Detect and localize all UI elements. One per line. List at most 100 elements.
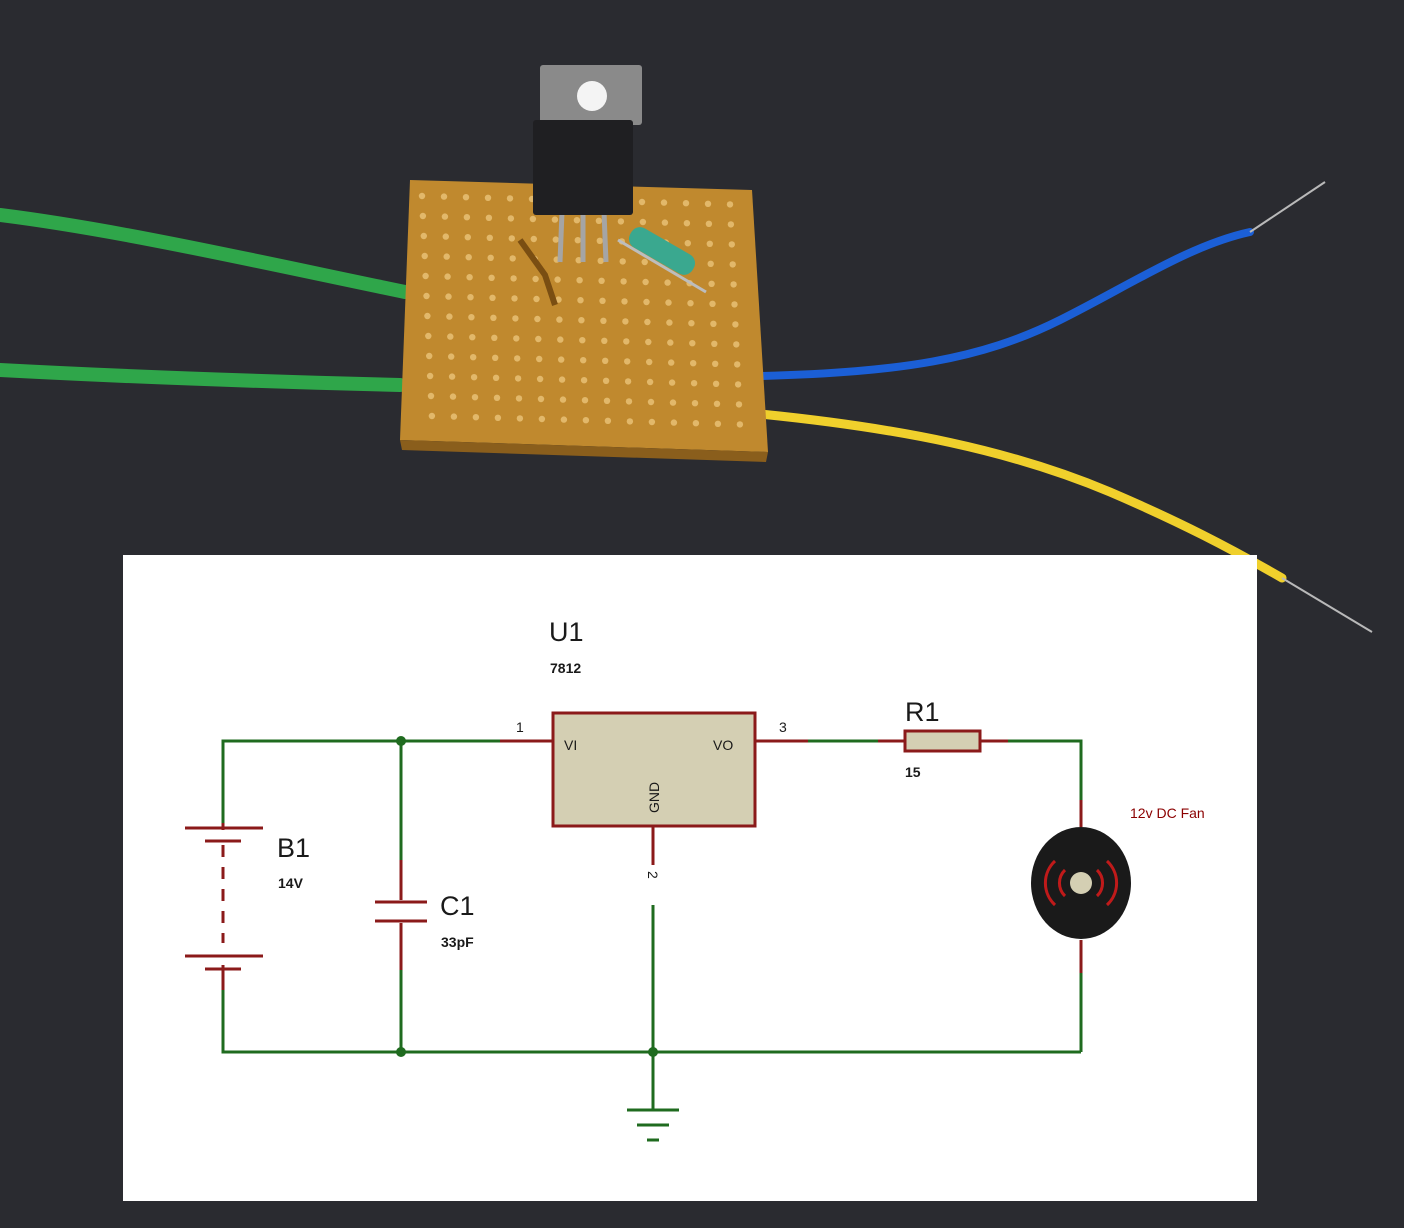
pcb-hole <box>426 352 433 360</box>
pcb-hole <box>602 357 609 364</box>
pcb-hole <box>727 221 735 228</box>
pcb-hole <box>535 335 542 343</box>
junction-dot <box>396 736 406 746</box>
pcb-hole <box>688 320 695 327</box>
pcb-hole <box>529 215 537 223</box>
pcb-hole <box>660 199 668 206</box>
pcb-hole <box>511 295 518 302</box>
pcb-hole <box>442 233 449 240</box>
pcb-hole <box>645 338 652 346</box>
pcb-hole <box>509 255 516 262</box>
pcb-hole <box>734 361 741 368</box>
pcb-hole <box>471 394 479 401</box>
pcb-hole <box>463 214 471 221</box>
pcb-hole <box>579 337 586 344</box>
pcb-hole <box>647 398 655 406</box>
green-wire-bottom <box>0 363 407 392</box>
pcb-hole <box>557 336 564 343</box>
pcb-hole <box>484 194 492 201</box>
wire-r1-to-fan <box>1008 739 1083 800</box>
pcb-hole <box>537 395 545 403</box>
pcb-hole <box>515 395 523 402</box>
regulator-u1-body <box>551 711 757 828</box>
pcb-hole <box>617 218 625 225</box>
pcb-hole <box>734 381 742 388</box>
pcb-hole <box>468 314 475 321</box>
pcb-hole <box>669 399 677 406</box>
regulator-mount-hole <box>577 81 607 111</box>
pcb-hole <box>683 220 691 227</box>
pcb-hole <box>575 257 582 264</box>
pcb-hole <box>646 378 654 386</box>
pcb-hole <box>514 375 522 382</box>
pcb-hole <box>489 294 496 301</box>
pcb-hole <box>619 258 626 265</box>
pcb-hole <box>426 372 434 380</box>
pcb-hole <box>691 400 699 407</box>
pcb-hole <box>580 357 587 364</box>
pcb-hole <box>692 420 700 427</box>
capacitor-icon <box>375 900 427 923</box>
c1-value-label: 33pF <box>441 934 474 950</box>
pcb-hole <box>580 377 588 384</box>
pcb-hole <box>530 235 537 243</box>
pcb-hole <box>464 234 471 241</box>
pcb-hole <box>534 315 541 323</box>
pcb-hole <box>472 414 480 421</box>
yellow-wire <box>755 409 1287 583</box>
wire-bottom <box>221 990 1081 1054</box>
pcb-hole <box>604 417 612 424</box>
pcb-board-edge <box>400 440 768 462</box>
yellow-wire-tip <box>1281 577 1373 633</box>
pcb-hole <box>602 377 610 384</box>
u1-pin2-number: 2 <box>645 871 661 879</box>
pcb-hole <box>513 335 520 342</box>
pcb-hole <box>574 237 581 244</box>
pcb-hole <box>450 413 458 420</box>
pcb-hole <box>667 339 674 346</box>
blue-wire <box>758 228 1254 380</box>
pcb-hole <box>467 294 474 301</box>
u1-pin3-number: 3 <box>779 719 787 735</box>
pcb-hole <box>712 360 719 367</box>
pcb-hole <box>422 272 429 280</box>
pcb-hole <box>578 317 585 324</box>
pcb-hole <box>646 358 653 366</box>
pcb-hole <box>446 313 453 320</box>
r1-ref-label: R1 <box>905 697 940 727</box>
schematic-diagram: U1 7812 1 3 VI VO GND 2 R1 15 B1 14V C1 … <box>185 617 1205 1142</box>
junction-dot <box>648 1047 658 1057</box>
pcb-hole <box>462 194 470 201</box>
pcb-hole <box>493 394 501 401</box>
pcb-hole <box>670 419 678 426</box>
board-resistor <box>628 227 696 275</box>
pcb-hole <box>621 298 628 305</box>
pcb-hole <box>581 397 589 404</box>
resistor-icon <box>903 729 982 753</box>
pcb-hole <box>470 374 478 381</box>
pcb-hole <box>424 312 431 320</box>
pcb-hole <box>599 297 606 304</box>
pcb-hole <box>624 378 632 385</box>
pcb-hole <box>689 340 696 347</box>
pcb-hole <box>516 415 524 422</box>
pcb-hole <box>705 220 713 227</box>
pcb-hole <box>508 235 515 242</box>
u1-pin-vi-label: VI <box>564 737 577 753</box>
pcb-hole <box>447 333 454 340</box>
u1-pin-vo-label: VO <box>713 737 733 753</box>
pcb-hole <box>577 297 584 304</box>
pcb-hole <box>623 338 630 345</box>
pcb-hole <box>449 393 457 400</box>
junction-dot <box>396 1047 406 1057</box>
pcb-hole <box>596 237 603 244</box>
pcb-hole <box>603 397 611 404</box>
pcb-hole <box>713 400 721 407</box>
pcb-hole <box>556 316 563 323</box>
b1-ref-label: B1 <box>277 833 310 863</box>
u1-pin1-number: 1 <box>516 719 524 735</box>
schematic-panel: U1 7812 1 3 VI VO GND 2 R1 15 B1 14V C1 … <box>123 555 1257 1201</box>
pcb-hole <box>576 277 583 284</box>
pcb-hole <box>597 257 604 264</box>
pcb-hole <box>712 380 720 387</box>
